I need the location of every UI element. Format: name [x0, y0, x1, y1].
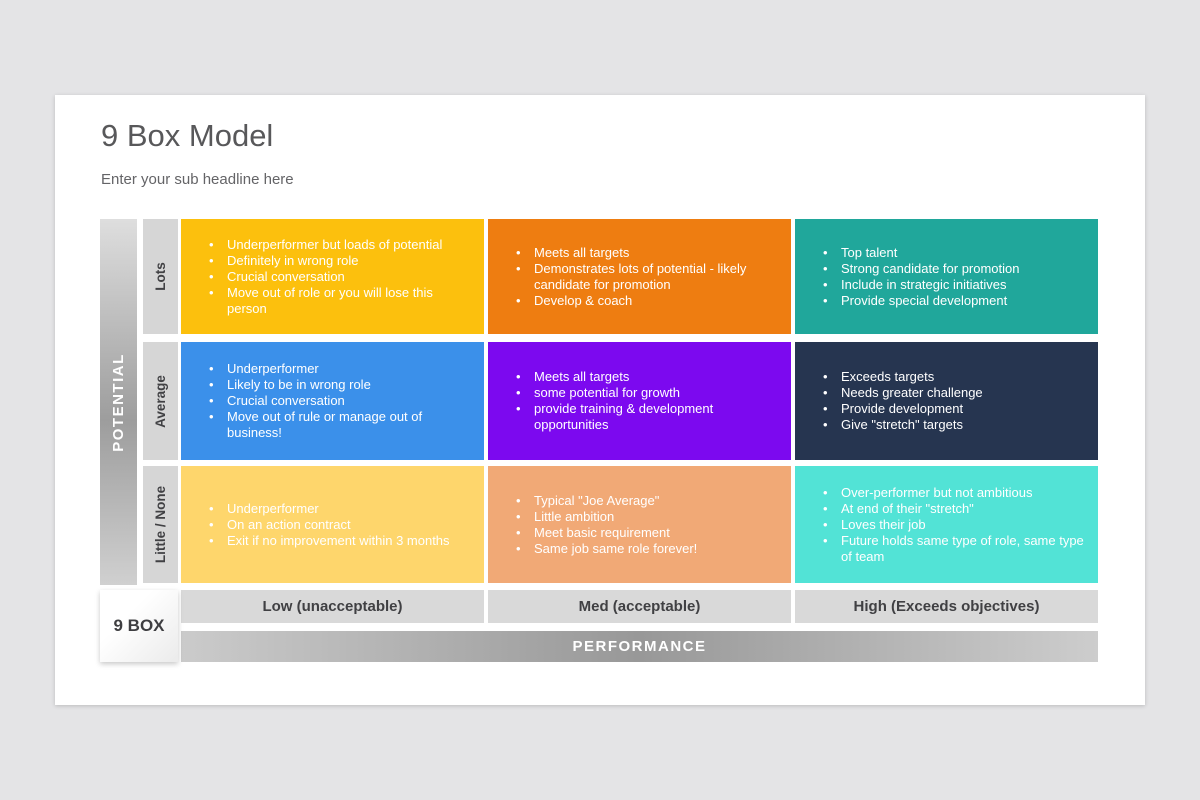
- bullet-item: Underperformer: [203, 361, 470, 377]
- slide-subtitle: Enter your sub headline here: [101, 171, 294, 188]
- row-label-average: Average: [143, 342, 178, 460]
- bullet-item: Future holds same type of role, same typ…: [817, 533, 1084, 565]
- bullet-item: provide training & development opportuni…: [510, 401, 777, 433]
- bullet-item: Meets all targets: [510, 369, 777, 385]
- bullet-item: some potential for growth: [510, 385, 777, 401]
- row-label-little-none-text: Little / None: [153, 485, 168, 564]
- bullet-item: Crucial conversation: [203, 393, 470, 409]
- matrix-cell-little-high: Over-performer but not ambitiousAt end o…: [795, 466, 1098, 583]
- bullet-item: Underperformer but loads of potential: [203, 237, 470, 253]
- bullet-item: On an action contract: [203, 517, 450, 533]
- column-label-low: Low (unacceptable): [181, 590, 484, 623]
- bullet-item: Give "stretch" targets: [817, 417, 983, 433]
- bullet-item: Little ambition: [510, 509, 697, 525]
- bullet-list: Top talentStrong candidate for promotion…: [795, 245, 1034, 309]
- bullet-item: Meets all targets: [510, 245, 777, 261]
- bullet-item: Top talent: [817, 245, 1020, 261]
- bullet-item: Definitely in wrong role: [203, 253, 470, 269]
- bullet-item: Loves their job: [817, 517, 1084, 533]
- nine-box-badge-label: 9 BOX: [113, 616, 165, 635]
- bullet-item: Meet basic requirement: [510, 525, 697, 541]
- bullet-list: UnderperformerLikely to be in wrong role…: [181, 361, 484, 441]
- matrix-cell-little-med: Typical "Joe Average"Little ambitionMeet…: [488, 466, 791, 583]
- bullet-item: Underperformer: [203, 501, 450, 517]
- slide-canvas: 9 Box Model Enter your sub headline here…: [55, 95, 1145, 705]
- bullet-item: Same job same role forever!: [510, 541, 697, 557]
- bullet-item: Exceeds targets: [817, 369, 983, 385]
- potential-axis-bar: POTENTIAL: [100, 219, 137, 585]
- nine-box-badge: 9 BOX: [100, 590, 178, 662]
- bullet-item: Provide development: [817, 401, 983, 417]
- bullet-item: Include in strategic initiatives: [817, 277, 1020, 293]
- bullet-list: UnderperformerOn an action contractExit …: [181, 501, 464, 549]
- row-label-average-text: Average: [153, 374, 168, 428]
- bullet-list: Over-performer but not ambitiousAt end o…: [795, 485, 1098, 565]
- potential-axis-label: POTENTIAL: [110, 352, 127, 452]
- bullet-item: Move out of role or you will lose this p…: [203, 285, 470, 317]
- bullet-item: At end of their "stretch": [817, 501, 1084, 517]
- bullet-item: Exit if no improvement within 3 months: [203, 533, 450, 549]
- matrix-cell-average-high: Exceeds targetsNeeds greater challengePr…: [795, 342, 1098, 460]
- bullet-list: Underperformer but loads of potentialDef…: [181, 237, 484, 317]
- performance-axis-bar: PERFORMANCE: [181, 631, 1098, 662]
- bullet-list: Meets all targetssome potential for grow…: [488, 369, 791, 433]
- bullet-item: Strong candidate for promotion: [817, 261, 1020, 277]
- row-label-lots-text: Lots: [153, 262, 168, 291]
- matrix-cell-average-low: UnderperformerLikely to be in wrong role…: [181, 342, 484, 460]
- bullet-item: Needs greater challenge: [817, 385, 983, 401]
- bullet-list: Exceeds targetsNeeds greater challengePr…: [795, 369, 997, 433]
- matrix-cell-lots-high: Top talentStrong candidate for promotion…: [795, 219, 1098, 334]
- bullet-item: Crucial conversation: [203, 269, 470, 285]
- bullet-item: Demonstrates lots of potential - likely …: [510, 261, 777, 293]
- bullet-item: Develop & coach: [510, 293, 777, 309]
- matrix-cell-little-low: UnderperformerOn an action contractExit …: [181, 466, 484, 583]
- row-label-lots: Lots: [143, 219, 178, 334]
- matrix-cell-average-med: Meets all targetssome potential for grow…: [488, 342, 791, 460]
- bullet-list: Meets all targetsDemonstrates lots of po…: [488, 245, 791, 309]
- performance-axis-label: PERFORMANCE: [572, 638, 707, 655]
- matrix-cell-lots-low: Underperformer but loads of potentialDef…: [181, 219, 484, 334]
- slide-title: 9 Box Model: [101, 118, 274, 153]
- bullet-item: Over-performer but not ambitious: [817, 485, 1084, 501]
- bullet-item: Provide special development: [817, 293, 1020, 309]
- bullet-item: Move out of rule or manage out of busine…: [203, 409, 470, 441]
- bullet-list: Typical "Joe Average"Little ambitionMeet…: [488, 493, 711, 557]
- column-label-med: Med (acceptable): [488, 590, 791, 623]
- bullet-item: Typical "Joe Average": [510, 493, 697, 509]
- row-label-little-none: Little / None: [143, 466, 178, 583]
- matrix-cell-lots-med: Meets all targetsDemonstrates lots of po…: [488, 219, 791, 334]
- bullet-item: Likely to be in wrong role: [203, 377, 470, 393]
- column-label-high: High (Exceeds objectives): [795, 590, 1098, 623]
